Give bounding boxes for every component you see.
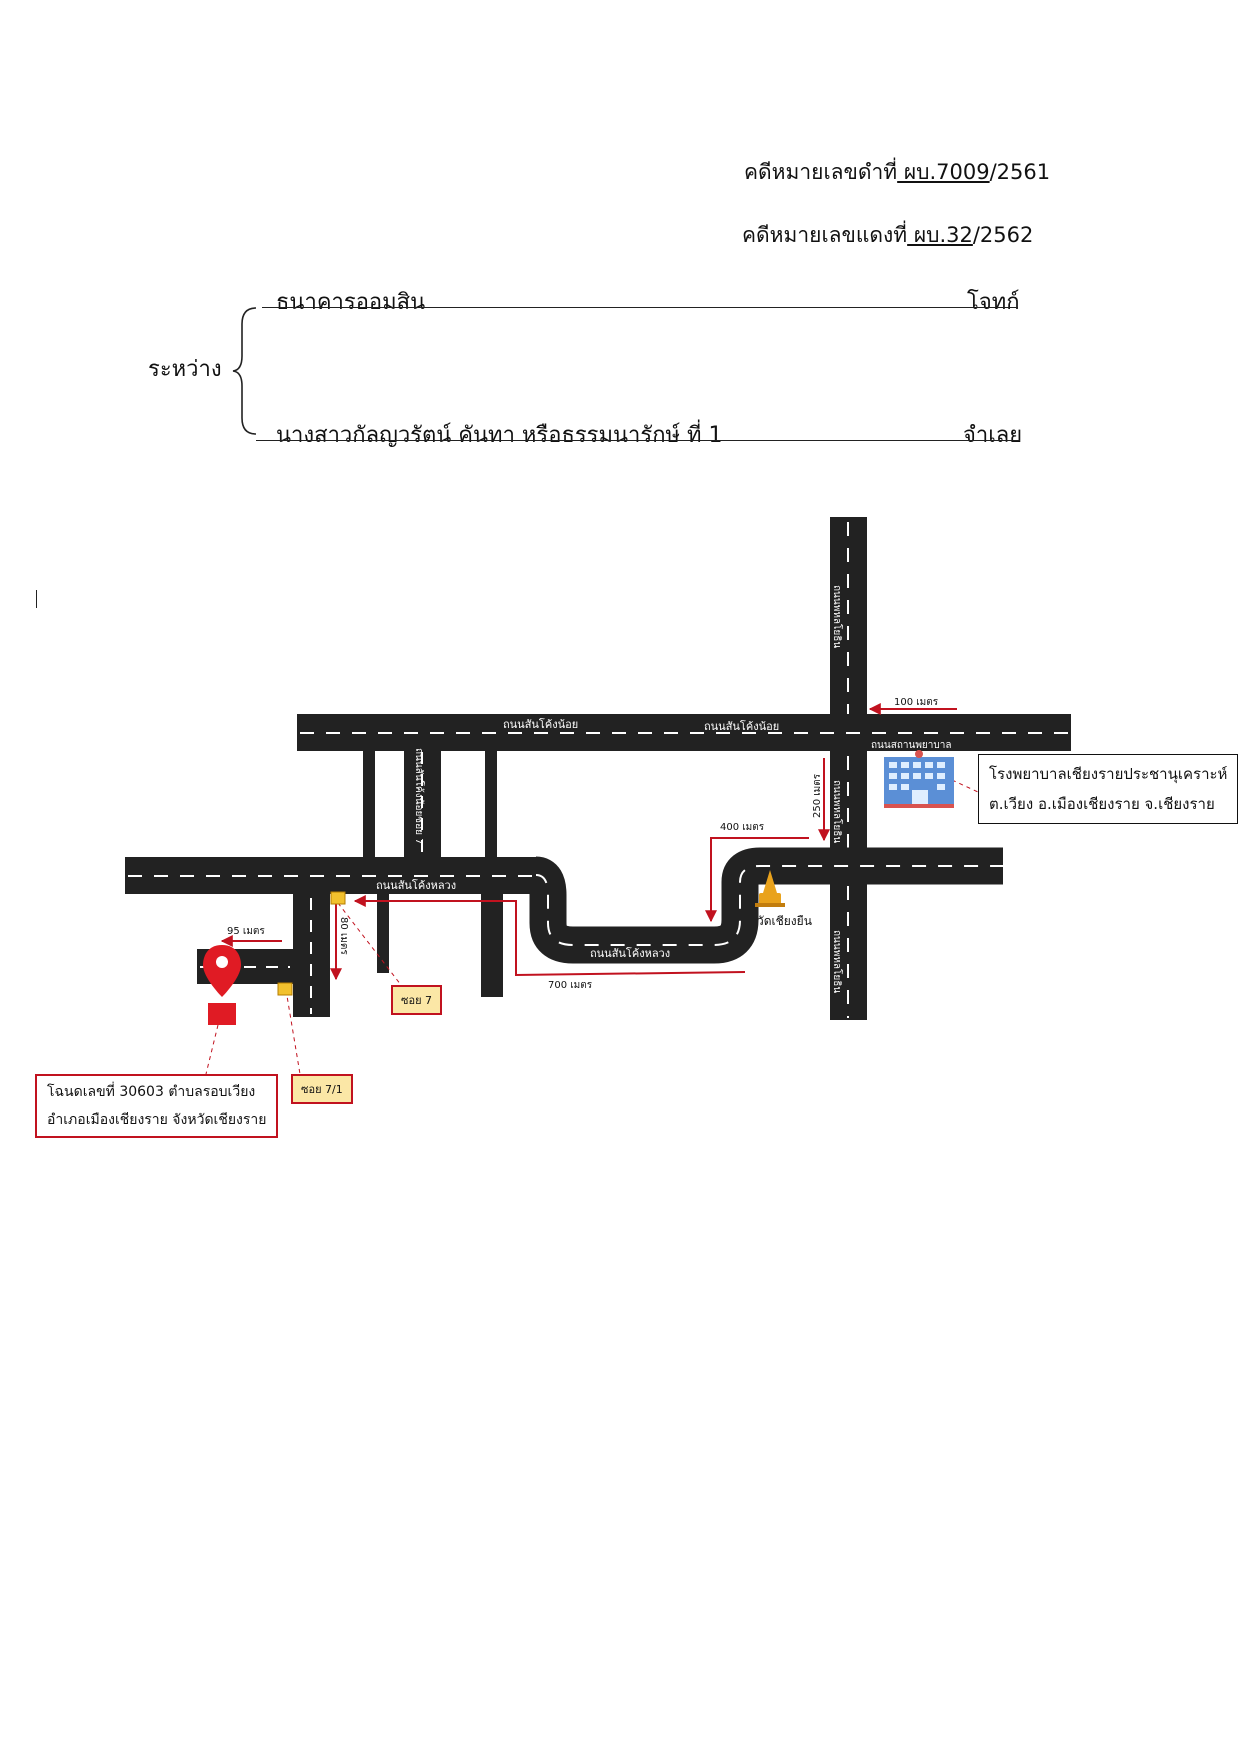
label-vertical-road-upper: ถนนพหลโยธิน: [831, 585, 844, 648]
black-case-line: คดีหมายเลขดำที่ ผบ.7009/2561: [744, 156, 1050, 189]
deed-info-box: โฉนดเลขที่ 30603 ตำบลรอบเวียง อำเภอเมือง…: [35, 1074, 279, 1138]
distance-80: 80 เมตร: [338, 917, 349, 955]
label-top-road-1: ถนนสันโค้งน้อย: [503, 717, 578, 731]
road-soi-b: [485, 751, 497, 861]
distance-100: 100 เมตร: [894, 697, 939, 708]
black-case-year: /2561: [989, 160, 1051, 184]
distance-95: 95 เมตร: [227, 926, 265, 937]
label-vertical-road-mid: ถนนพหลโยธิน: [831, 780, 844, 843]
hospital-icon: [884, 750, 954, 808]
distance-400: 400 เมตร: [720, 822, 765, 833]
brace-icon: [232, 307, 257, 435]
distance-250: 250 เมตร: [812, 773, 823, 818]
label-hospital-road: ถนนสถานพยาบาล: [871, 740, 952, 751]
label-top-road-2: ถนนสันโค้งน้อย: [704, 719, 779, 733]
label-bottom-road: ถนนสันโค้งหลวง: [590, 946, 670, 960]
road-lower-a: [377, 893, 389, 973]
text-cursor: [36, 590, 37, 608]
red-case-number: ผบ.32: [907, 223, 973, 247]
black-case-label: คดีหมายเลขดำที่: [744, 160, 898, 184]
hospital-line-1: โรงพยาบาลเชียงรายประชานุเคราะห์: [989, 765, 1228, 783]
defendant-name: นางสาวกัลญวรัตน์ คันทา หรือธรรมนารักษ์ ท…: [276, 423, 723, 448]
hospital-line-2: ต.เวียง อ.เมืองเชียงราย จ.เชียงราย: [989, 795, 1215, 813]
soi-7-1-label: ซอย 7/1: [291, 1074, 353, 1104]
defendant-rule: [256, 440, 1020, 441]
red-case-line: คดีหมายเลขแดงที่ ผบ.32/2562: [742, 219, 1033, 252]
location-pin-icon: [203, 945, 241, 997]
hospital-info-box: โรงพยาบาลเชียงรายประชานุเคราะห์ ต.เวียง …: [978, 754, 1239, 824]
defendant-role: จำเลย: [963, 423, 1023, 448]
distance-700: 700 เมตร: [548, 980, 593, 991]
plot-square: [208, 1003, 236, 1025]
black-case-number: ผบ.7009: [897, 160, 990, 184]
soi-7-label: ซอย 7: [391, 985, 443, 1015]
label-soi-road: ถนนสันโค้งน้อยซอย 7: [413, 748, 426, 845]
label-middle-road: ถนนสันโค้งหลวง: [376, 878, 456, 892]
deed-line-2: อำเภอเมืองเชียงราย จังหวัดเชียงราย: [47, 1112, 267, 1128]
label-vertical-road-lower: ถนนพหลโยธิน: [831, 930, 844, 993]
soi-7-1-marker: [277, 982, 293, 996]
plaintiff-name: ธนาคารออมสิน: [276, 290, 426, 315]
red-case-year: /2562: [972, 223, 1034, 247]
road-soi-a: [363, 751, 375, 861]
between-label: ระหว่าง: [148, 357, 222, 382]
road-lower-b: [481, 893, 503, 997]
deed-line-1: โฉนดเลขที่ 30603 ตำบลรอบเวียง: [47, 1084, 256, 1100]
road-soi-7-1: [293, 893, 330, 1017]
plaintiff-role: โจทก์: [967, 290, 1020, 315]
plaintiff-rule: [262, 307, 1018, 308]
temple-icon: [755, 870, 785, 907]
red-case-label: คดีหมายเลขแดงที่: [742, 223, 908, 247]
soi-7-marker: [330, 891, 346, 905]
label-temple: วัดเชียงยืน: [757, 914, 812, 928]
